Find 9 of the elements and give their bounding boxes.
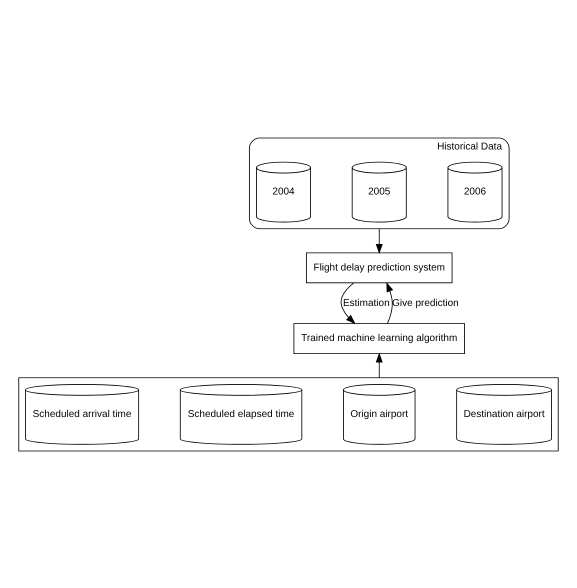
cluster bbox=[18, 376, 559, 451]
arrow bbox=[386, 281, 394, 324]
edge-label: Estimation bbox=[343, 297, 390, 308]
arrow bbox=[340, 282, 356, 324]
node-box: Flight delay prediction system bbox=[306, 252, 452, 283]
arrow bbox=[376, 228, 383, 254]
edge-label: Give prediction bbox=[392, 297, 459, 308]
arrow bbox=[376, 352, 383, 378]
node-box: Trained machine learning algorithm bbox=[294, 322, 465, 354]
